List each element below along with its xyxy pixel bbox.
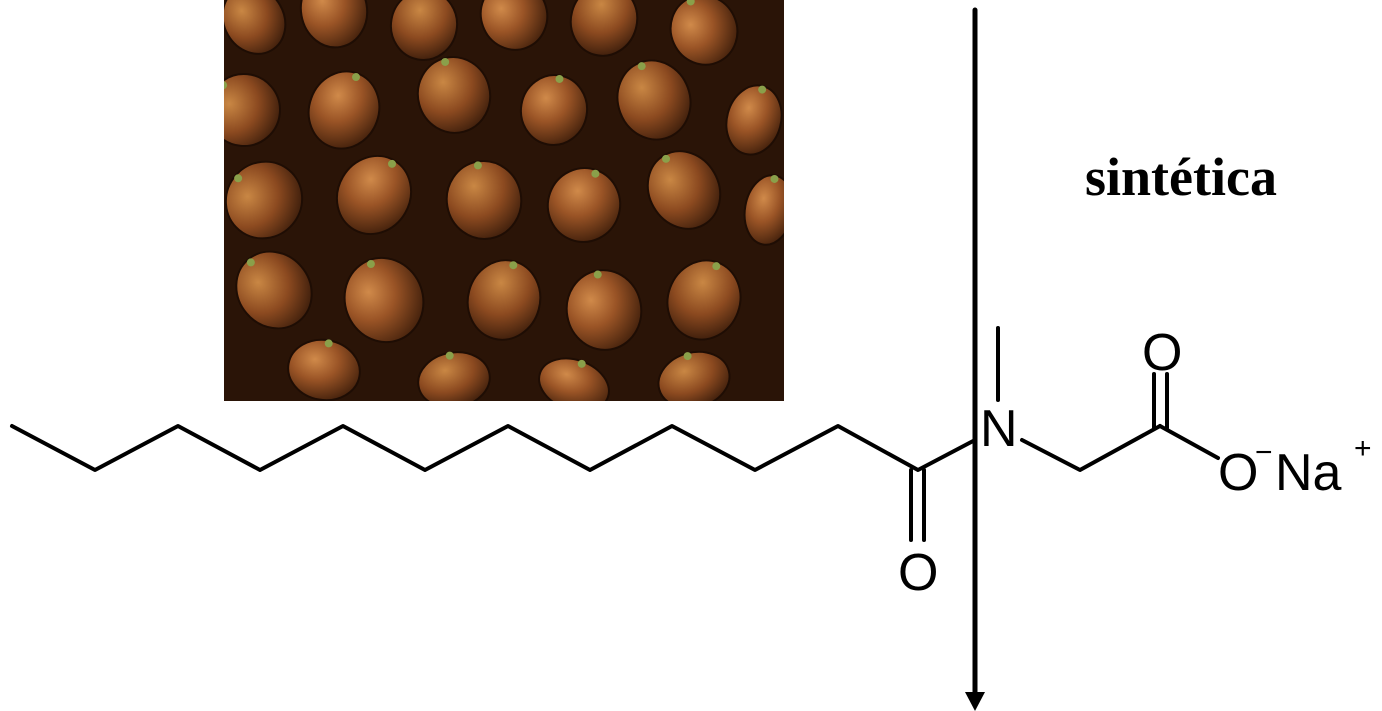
palm-fruits-image [224, 0, 784, 401]
n-ch2-bond [1020, 424, 1162, 472]
palm-fruit-tip [712, 262, 721, 271]
nitrogen-atom: N [980, 400, 1018, 458]
palm-fruit [569, 0, 639, 57]
palm-fruit [565, 269, 643, 351]
palm-fruit-tip [473, 161, 482, 170]
anion-charge: − [1255, 436, 1273, 469]
palm-fruit [466, 259, 542, 341]
palm-fruit-tip [593, 270, 602, 279]
palm-fruit-tip [637, 62, 646, 71]
palm-fruits-photo [224, 0, 784, 401]
palm-fruit-tip [686, 0, 695, 6]
carbonyl-oxygen-atom: O [898, 544, 938, 602]
palm-fruit-tip [441, 57, 450, 66]
palm-fruit-tip [445, 351, 454, 360]
palm-fruit [669, 0, 739, 66]
palm-fruit-tip [577, 359, 586, 368]
palm-fruit-tip [662, 154, 670, 163]
palm-fruit-tip [555, 74, 564, 83]
palm-fruit-tip [224, 81, 228, 90]
palm-fruit [389, 0, 459, 61]
anion-oxygen-atom: O [1218, 444, 1258, 502]
acid-oxygen-atom: O [1142, 324, 1182, 382]
palm-fruit-tip [388, 159, 396, 168]
palm-fruit [299, 0, 369, 49]
c-o-minus-bond [1158, 424, 1220, 460]
counter-ion: Na [1275, 444, 1342, 502]
palm-fruit-tip [758, 85, 767, 94]
palm-fruit-tip [352, 73, 361, 82]
origin-label: sintética [1085, 147, 1277, 207]
palm-fruit-tip [366, 260, 375, 269]
palm-fruit [224, 0, 287, 55]
palm-fruit-tip [324, 339, 333, 348]
palm-fruit-tip [246, 258, 255, 267]
palm-fruit [335, 154, 413, 236]
palm-fruit-tip [509, 261, 518, 270]
divider-arrow-head [965, 692, 985, 711]
palm-fruit [479, 0, 549, 51]
palm-fruit-tip [770, 174, 779, 183]
palm-fruit-tip [683, 352, 692, 361]
alkyl-chain-bond [10, 424, 977, 472]
palm-fruit-tip [591, 169, 600, 178]
palm-fruit [646, 150, 722, 230]
counter-ion-charge: + [1354, 432, 1372, 465]
palm-fruit-tip [234, 174, 243, 183]
palm-fruit [224, 73, 281, 147]
palm-fruit [343, 256, 425, 344]
